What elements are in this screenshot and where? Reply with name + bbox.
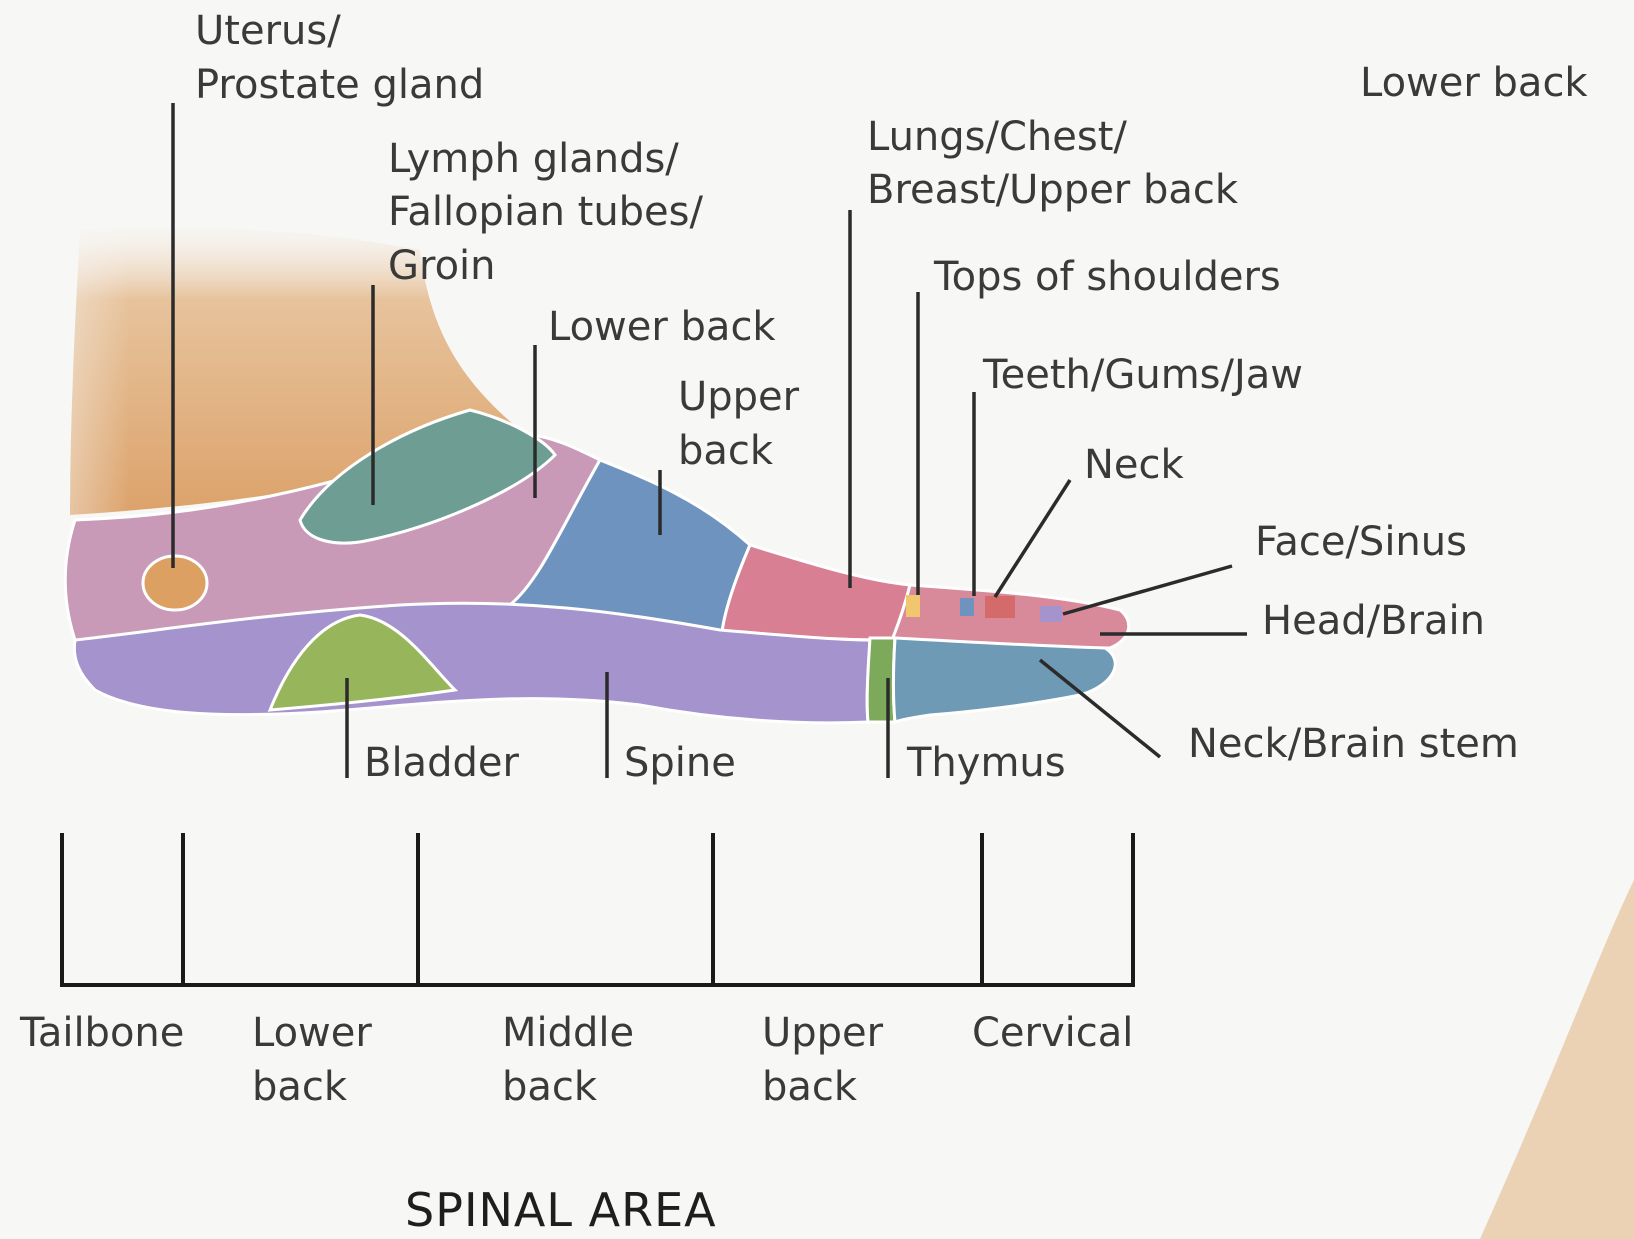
label-upper-back-line2: back [678,428,774,474]
toe-spot-face [1040,606,1062,622]
zone-ball-neck-brain-stem [894,638,1116,722]
label-upper-back-line1: Upper [678,374,800,420]
label-bladder: Bladder [364,740,519,786]
label-shoulders: Tops of shoulders [933,254,1281,300]
label-lower-back-corner: Lower back [1360,60,1588,106]
label-lungs-line2: Breast/Upper back [867,167,1239,213]
toe-spot-shoulders [906,595,920,617]
leader-face [1063,566,1232,614]
spinal-section-middle-back-line1: Middle [502,1010,634,1056]
label-thymus: Thymus [906,740,1066,786]
spinal-section-lower-back-line1: Lower [252,1010,372,1056]
label-face: Face/Sinus [1255,519,1467,565]
spinal-section-upper-back-line2: back [762,1064,858,1110]
label-lymph-line1: Lymph glands/ [388,136,679,182]
spinal-section-tailbone: Tailbone [19,1010,184,1056]
label-lymph-line3: Groin [388,243,496,289]
leader-neck [995,480,1070,597]
toe-spot-neck [985,596,1015,618]
label-teeth: Teeth/Gums/Jaw [982,352,1303,398]
label-spine: Spine [624,740,736,786]
label-head: Head/Brain [1262,598,1485,644]
zone-red-lungs [722,545,910,640]
label-lungs-line1: Lungs/Chest/ [867,114,1127,160]
zone-orange-uterus [143,556,207,610]
label-lymph-line2: Fallopian tubes/ [388,189,704,235]
label-neck-brain-stem: Neck/Brain stem [1188,721,1519,767]
label-neck: Neck [1084,442,1185,488]
zone-green-thymus [867,638,895,722]
label-uterus-line1: Uterus/ [195,8,341,54]
spinal-section-upper-back-line1: Upper [762,1010,884,1056]
label-uterus-line2: Prostate gland [195,62,484,108]
background-skin-edge [1480,880,1634,1239]
leg-fade [0,200,130,520]
spinal-area-title: SPINAL AREA [405,1183,717,1237]
spinal-section-cervical: Cervical [972,1010,1133,1056]
toe-spot-teeth [960,598,974,616]
spinal-area-bracket [62,833,1133,985]
spinal-section-middle-back-line2: back [502,1064,598,1110]
spinal-section-lower-back-line2: back [252,1064,348,1110]
label-lower-back: Lower back [548,304,776,350]
